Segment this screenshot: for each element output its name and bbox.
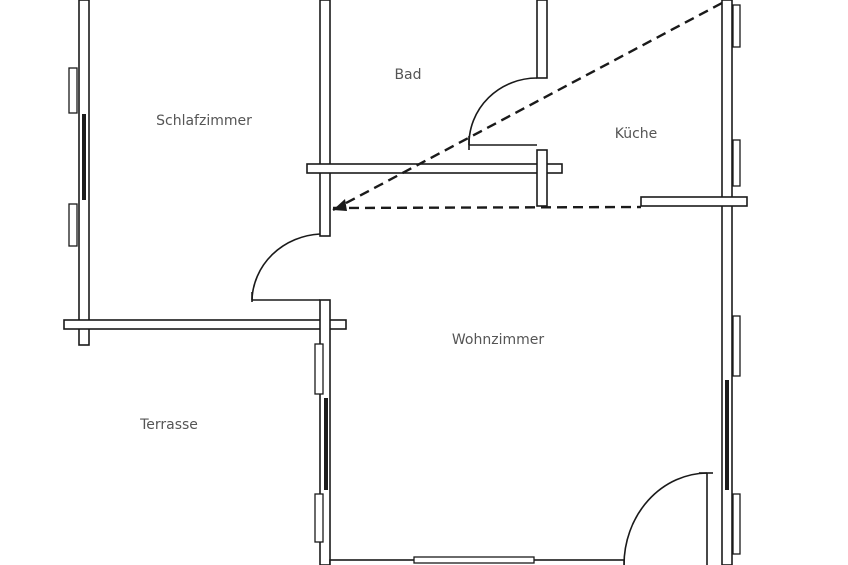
bedroom-west-wall [68,0,90,346]
window-living-south [413,556,535,564]
room-label-wohnzimmer: Wohnzimmer [452,332,544,348]
dashed-diagonal-line [332,1,723,212]
room-label-schlafzimmer: Schlafzimmer [156,113,252,129]
bath-east-wall [536,0,548,79]
room-label-bad: Bad [394,67,421,83]
bedroom-south-wall [63,319,347,330]
dashed-line-arrowhead [333,199,347,211]
window-kitchen-upper [732,4,741,48]
window-kitchen-lower [732,139,741,187]
entrance-door [623,472,713,565]
window-living-lower [732,493,741,555]
bedroom-door [251,233,321,302]
window-living-upper [732,315,741,377]
window-bedroom-lower [68,203,78,247]
room-label-terrasse: Terrasse [139,417,198,433]
bath-south-wall [306,163,563,174]
east-outer-wall [721,0,733,565]
kitchen-west-wall [536,149,548,207]
window-bedroom-upper [68,67,78,114]
bedroom-east-wall [319,0,331,237]
kitchen-counter-wall [640,196,748,207]
window-terrace-lower [314,493,324,543]
dashed-horizontal-line [332,205,642,210]
window-terrace-upper [314,343,324,395]
bath-door [468,77,538,150]
room-label-kueche: Küche [615,126,658,142]
